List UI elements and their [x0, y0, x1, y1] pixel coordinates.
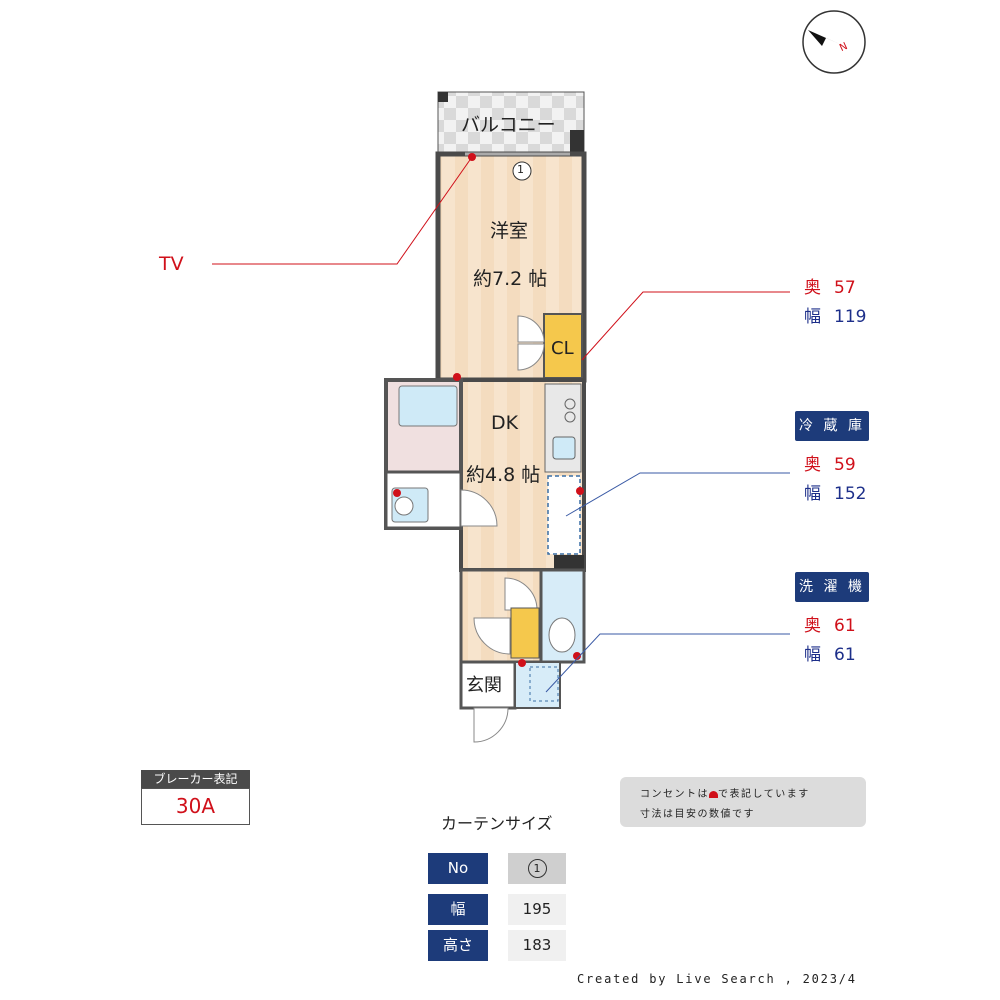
- bathroom: [384, 378, 498, 530]
- dining-kitchen: [459, 378, 586, 572]
- compass-icon: [802, 10, 866, 74]
- curtain-width-label: 幅: [428, 894, 488, 925]
- dk-area: 約4.8 帖: [466, 464, 541, 486]
- closet: [517, 313, 583, 379]
- tv-label: TV: [159, 253, 184, 275]
- curtain-header-no: No: [428, 853, 488, 884]
- dk-label: DK: [491, 412, 519, 434]
- curtain-marker: 1: [517, 163, 524, 176]
- curtain-no-value: 1: [508, 853, 566, 884]
- balcony-label: バルコニー: [461, 114, 556, 136]
- tv-leader-line: [212, 156, 473, 265]
- hallway: [459, 568, 543, 664]
- curtain-marker-circle: [512, 161, 532, 181]
- washer-leader-line: [545, 633, 790, 693]
- western-room-area: 約7.2 帖: [473, 268, 548, 290]
- curtain-height-label: 高さ: [428, 930, 488, 961]
- western-room-label: 洋室: [490, 220, 529, 242]
- fridge-leader-line: [565, 472, 790, 517]
- breaker-value: 30A: [141, 788, 250, 825]
- closet-label: CL: [551, 338, 574, 359]
- curtain-height-value: 183: [508, 930, 566, 961]
- outlet-markers: [393, 153, 584, 667]
- balcony: [437, 91, 585, 155]
- closet-leader-line: [581, 291, 790, 361]
- outlet-dot-icon: [709, 790, 718, 798]
- curtain-width-value: 195: [508, 894, 566, 925]
- washer-tag: 洗 濯 機: [795, 572, 869, 602]
- toilet: [539, 568, 586, 664]
- credit-line: Created by Live Search , 2023/4: [577, 972, 857, 986]
- entrance-label: 玄関: [466, 675, 502, 696]
- breaker-title: ブレーカー表記: [141, 770, 250, 788]
- curtain-table-title: カーテンサイズ: [441, 814, 553, 833]
- fridge-tag: 冷 蔵 庫: [795, 411, 869, 441]
- outlet-note: コンセントはで表記しています 寸法は目安の数値です: [620, 777, 866, 827]
